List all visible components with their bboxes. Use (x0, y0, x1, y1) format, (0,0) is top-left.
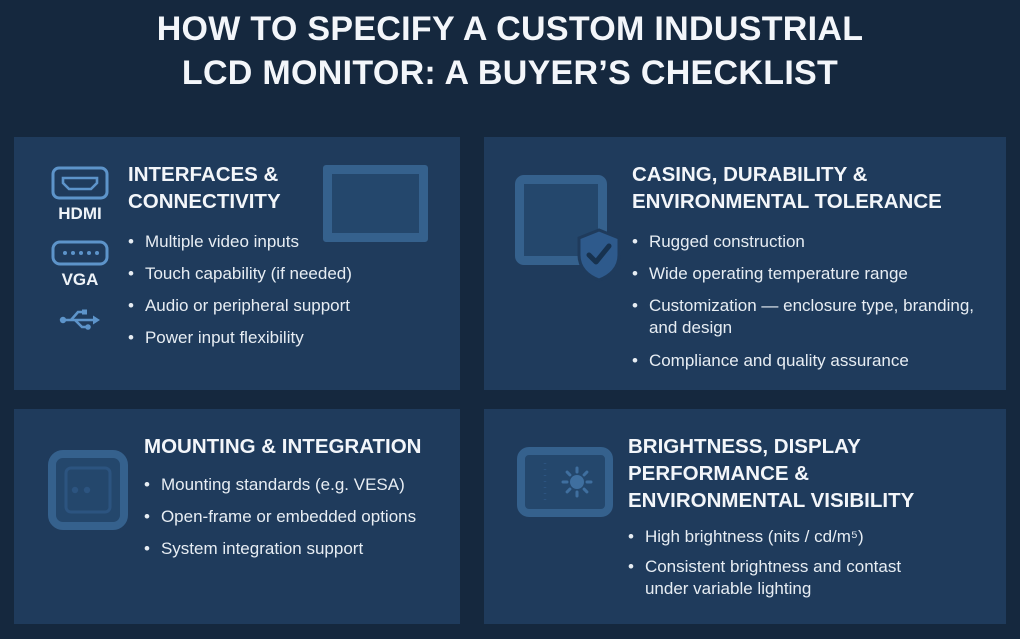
card-brightness-visibility: BRIGHTNESS, DISPLAY PERFORMANCE & ENVIRO… (484, 409, 1006, 625)
card-mounting-integration: MOUNTING & INTEGRATION Mounting standard… (14, 409, 460, 625)
bullet-text: Customization — enclosure type, branding… (648, 296, 975, 338)
card-content: CASING, DURABILITY & ENVIRONMENTAL TOLER… (632, 137, 988, 390)
icon-column (502, 137, 632, 390)
bullet-text: Open-frame or embedded options (160, 507, 417, 527)
page-title-line1: HOW TO SPECIFY A CUSTOM INDUSTRIAL (156, 10, 864, 48)
bullet-text: System integration support (160, 539, 364, 559)
bullet-text: Rugged construction (648, 232, 805, 252)
monitor-shield-icon (515, 175, 621, 282)
hdmi-label: HDMI (58, 204, 102, 224)
card-title: MOUNTING & INTEGRATION (144, 435, 422, 459)
bullet-text: Multiple video inputs (144, 232, 299, 252)
bullet-text: Mounting standards (e.g. VESA) (160, 475, 405, 495)
bullet-text: Wide operating temperature range (648, 264, 908, 284)
bullet-text: Compliance and quality assurance (648, 350, 909, 370)
card-title: INTERFACES & CONNECTIVITY (128, 163, 281, 214)
bullet-text: Consistent brightness and contast under … (644, 557, 902, 599)
bullet-item: Power input flexibility (128, 327, 442, 349)
bullet-item: Customization — enclosure type, branding… (632, 295, 988, 339)
bullet-list: Rugged construction Wide operating tempe… (632, 231, 988, 371)
card-interfaces-connectivity: HDMI VGA (14, 137, 460, 391)
cards-grid: HDMI VGA (14, 137, 1006, 625)
icon-column (502, 409, 628, 624)
bullet-item: Touch capability (if needed) (128, 263, 442, 285)
icon-column (32, 409, 144, 624)
bullet-list: Mounting standards (e.g. VESA) Open-fram… (144, 474, 442, 560)
shield-check-icon (577, 228, 621, 282)
card-content: INTERFACES & CONNECTIVITY Multiple video… (128, 137, 442, 390)
vga-label: VGA (61, 270, 99, 290)
card-content: MOUNTING & INTEGRATION Mounting standard… (144, 409, 442, 624)
bullet-list: Multiple video inputs Touch capability (… (128, 231, 442, 349)
infographic-page: HOW TO SPECIFY A CUSTOM INDUSTRIAL LCD M… (0, 0, 1020, 624)
ports-column: HDMI VGA (32, 137, 128, 390)
usb-icon (59, 309, 100, 330)
bullet-item: System integration support (144, 538, 442, 560)
bullet-text: High brightness (nits / cd/m⁵) (644, 527, 864, 547)
page-title: HOW TO SPECIFY A CUSTOM INDUSTRIAL LCD M… (0, 0, 1020, 95)
vga-port-icon (51, 240, 109, 266)
bullet-list: High brightness (nits / cd/m⁵) Consisten… (628, 526, 988, 600)
card-title: CASING, DURABILITY & ENVIRONMENTAL TOLER… (632, 163, 942, 214)
bullet-item: High brightness (nits / cd/m⁵) (628, 526, 988, 548)
bullet-item: Open-frame or embedded options (144, 506, 442, 528)
card-casing-durability: CASING, DURABILITY & ENVIRONMENTAL TOLER… (484, 137, 1006, 391)
bullet-item: Rugged construction (632, 231, 988, 253)
bullet-text: Touch capability (if needed) (144, 264, 352, 284)
card-content: BRIGHTNESS, DISPLAY PERFORMANCE & ENVIRO… (628, 409, 988, 624)
card-title: BRIGHTNESS, DISPLAY PERFORMANCE & ENVIRO… (628, 435, 915, 513)
bullet-item: Consistent brightness and contast under … (628, 556, 988, 600)
page-title-line2: LCD MONITOR: A BUYER’S CHECKLIST (181, 53, 839, 92)
bullet-item: Mounting standards (e.g. VESA) (144, 474, 442, 496)
mounting-panel-icon (48, 450, 128, 531)
bullet-item: Compliance and quality assurance (632, 350, 988, 372)
bullet-item: Audio or peripheral support (128, 295, 442, 317)
bullet-text: Audio or peripheral support (144, 296, 351, 316)
monitor-icon (323, 165, 428, 243)
hdmi-port-icon (51, 166, 109, 200)
bullet-item: Multiple video inputs (128, 231, 442, 253)
bullet-item: Wide operating temperature range (632, 263, 988, 285)
brightness-monitor-icon (517, 447, 613, 518)
bullet-text: Power input flexibility (144, 328, 304, 348)
